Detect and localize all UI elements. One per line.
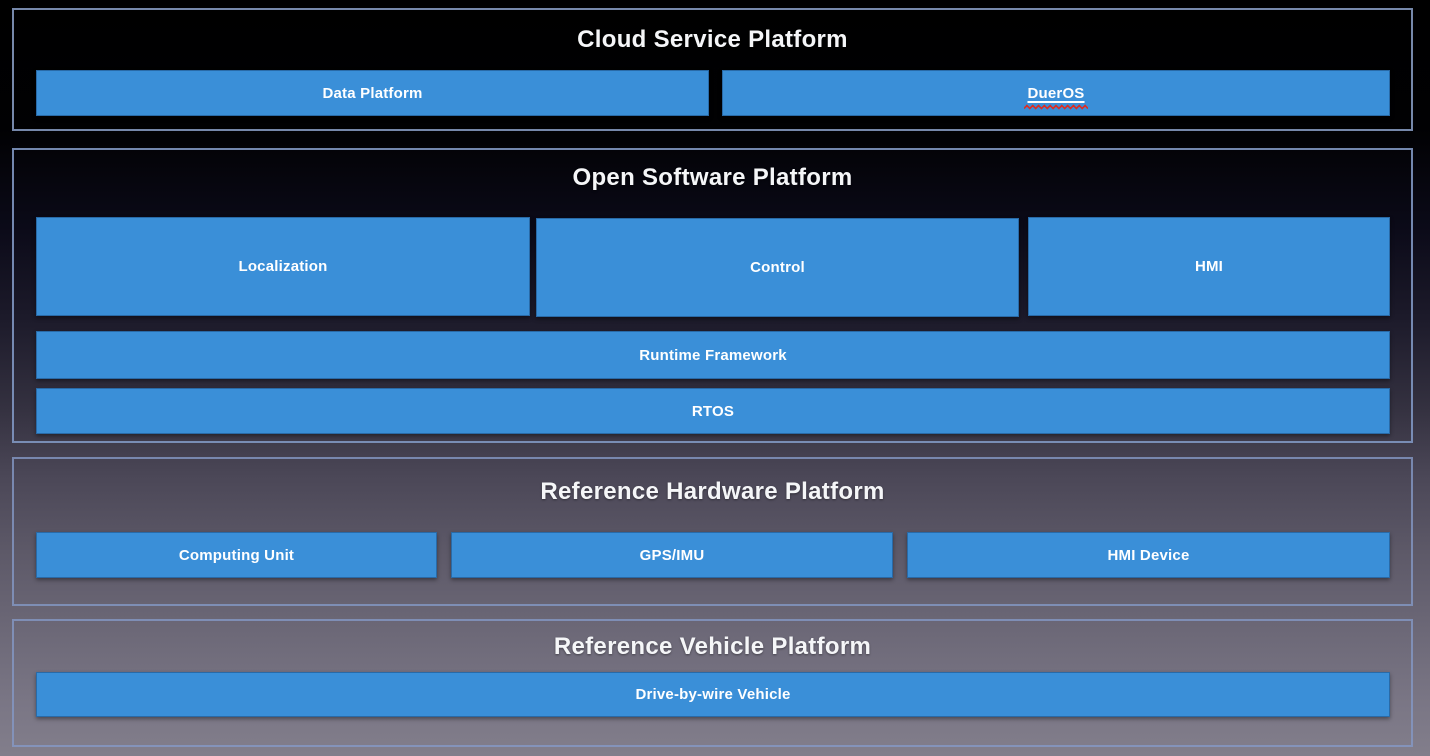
box-hmi: HMI — [1028, 217, 1390, 316]
box-label: Drive-by-wire Vehicle — [635, 686, 791, 703]
box-label: GPS/IMU — [639, 546, 705, 564]
box-computing-unit: Computing Unit — [36, 532, 437, 578]
box-label: Data Platform — [322, 84, 423, 102]
box-control: Control — [536, 218, 1019, 317]
section-title-vehicle: Reference Vehicle Platform — [553, 633, 872, 660]
section-open-software-platform: Open Software Platform Localization Cont… — [12, 148, 1413, 443]
box-drive-by-wire-vehicle: Drive-by-wire Vehicle — [36, 672, 1390, 717]
box-hmi-device: HMI Device — [907, 532, 1390, 578]
box-label: Runtime Framework — [639, 346, 787, 364]
box-gps-imu: GPS/IMU — [451, 532, 893, 578]
box-dueros: DuerOS — [722, 70, 1390, 116]
box-label: HMI — [1194, 258, 1224, 275]
section-title-hardware: Reference Hardware Platform — [540, 478, 885, 505]
box-label: Computing Unit — [178, 546, 295, 564]
box-data-platform: Data Platform — [36, 70, 709, 116]
section-cloud-service-platform: Cloud Service Platform Data Platform Due… — [12, 8, 1413, 131]
box-label-underlined: DuerOS — [1024, 84, 1088, 110]
section-reference-hardware-platform: Reference Hardware Platform Computing Un… — [12, 457, 1413, 606]
box-label: Control — [750, 259, 805, 276]
box-label: HMI Device — [1107, 546, 1190, 564]
section-reference-vehicle-platform: Reference Vehicle Platform Drive-by-wire… — [12, 619, 1413, 747]
section-title-cloud: Cloud Service Platform — [577, 26, 848, 53]
red-squiggle-underline-icon — [1024, 103, 1088, 110]
box-runtime-framework: Runtime Framework — [36, 331, 1390, 379]
box-rtos: RTOS — [36, 388, 1390, 434]
section-title-software: Open Software Platform — [572, 164, 853, 191]
box-localization: Localization — [36, 217, 530, 316]
box-label: DuerOS — [1027, 84, 1085, 102]
box-label: RTOS — [691, 402, 735, 420]
box-label: Localization — [238, 258, 328, 275]
